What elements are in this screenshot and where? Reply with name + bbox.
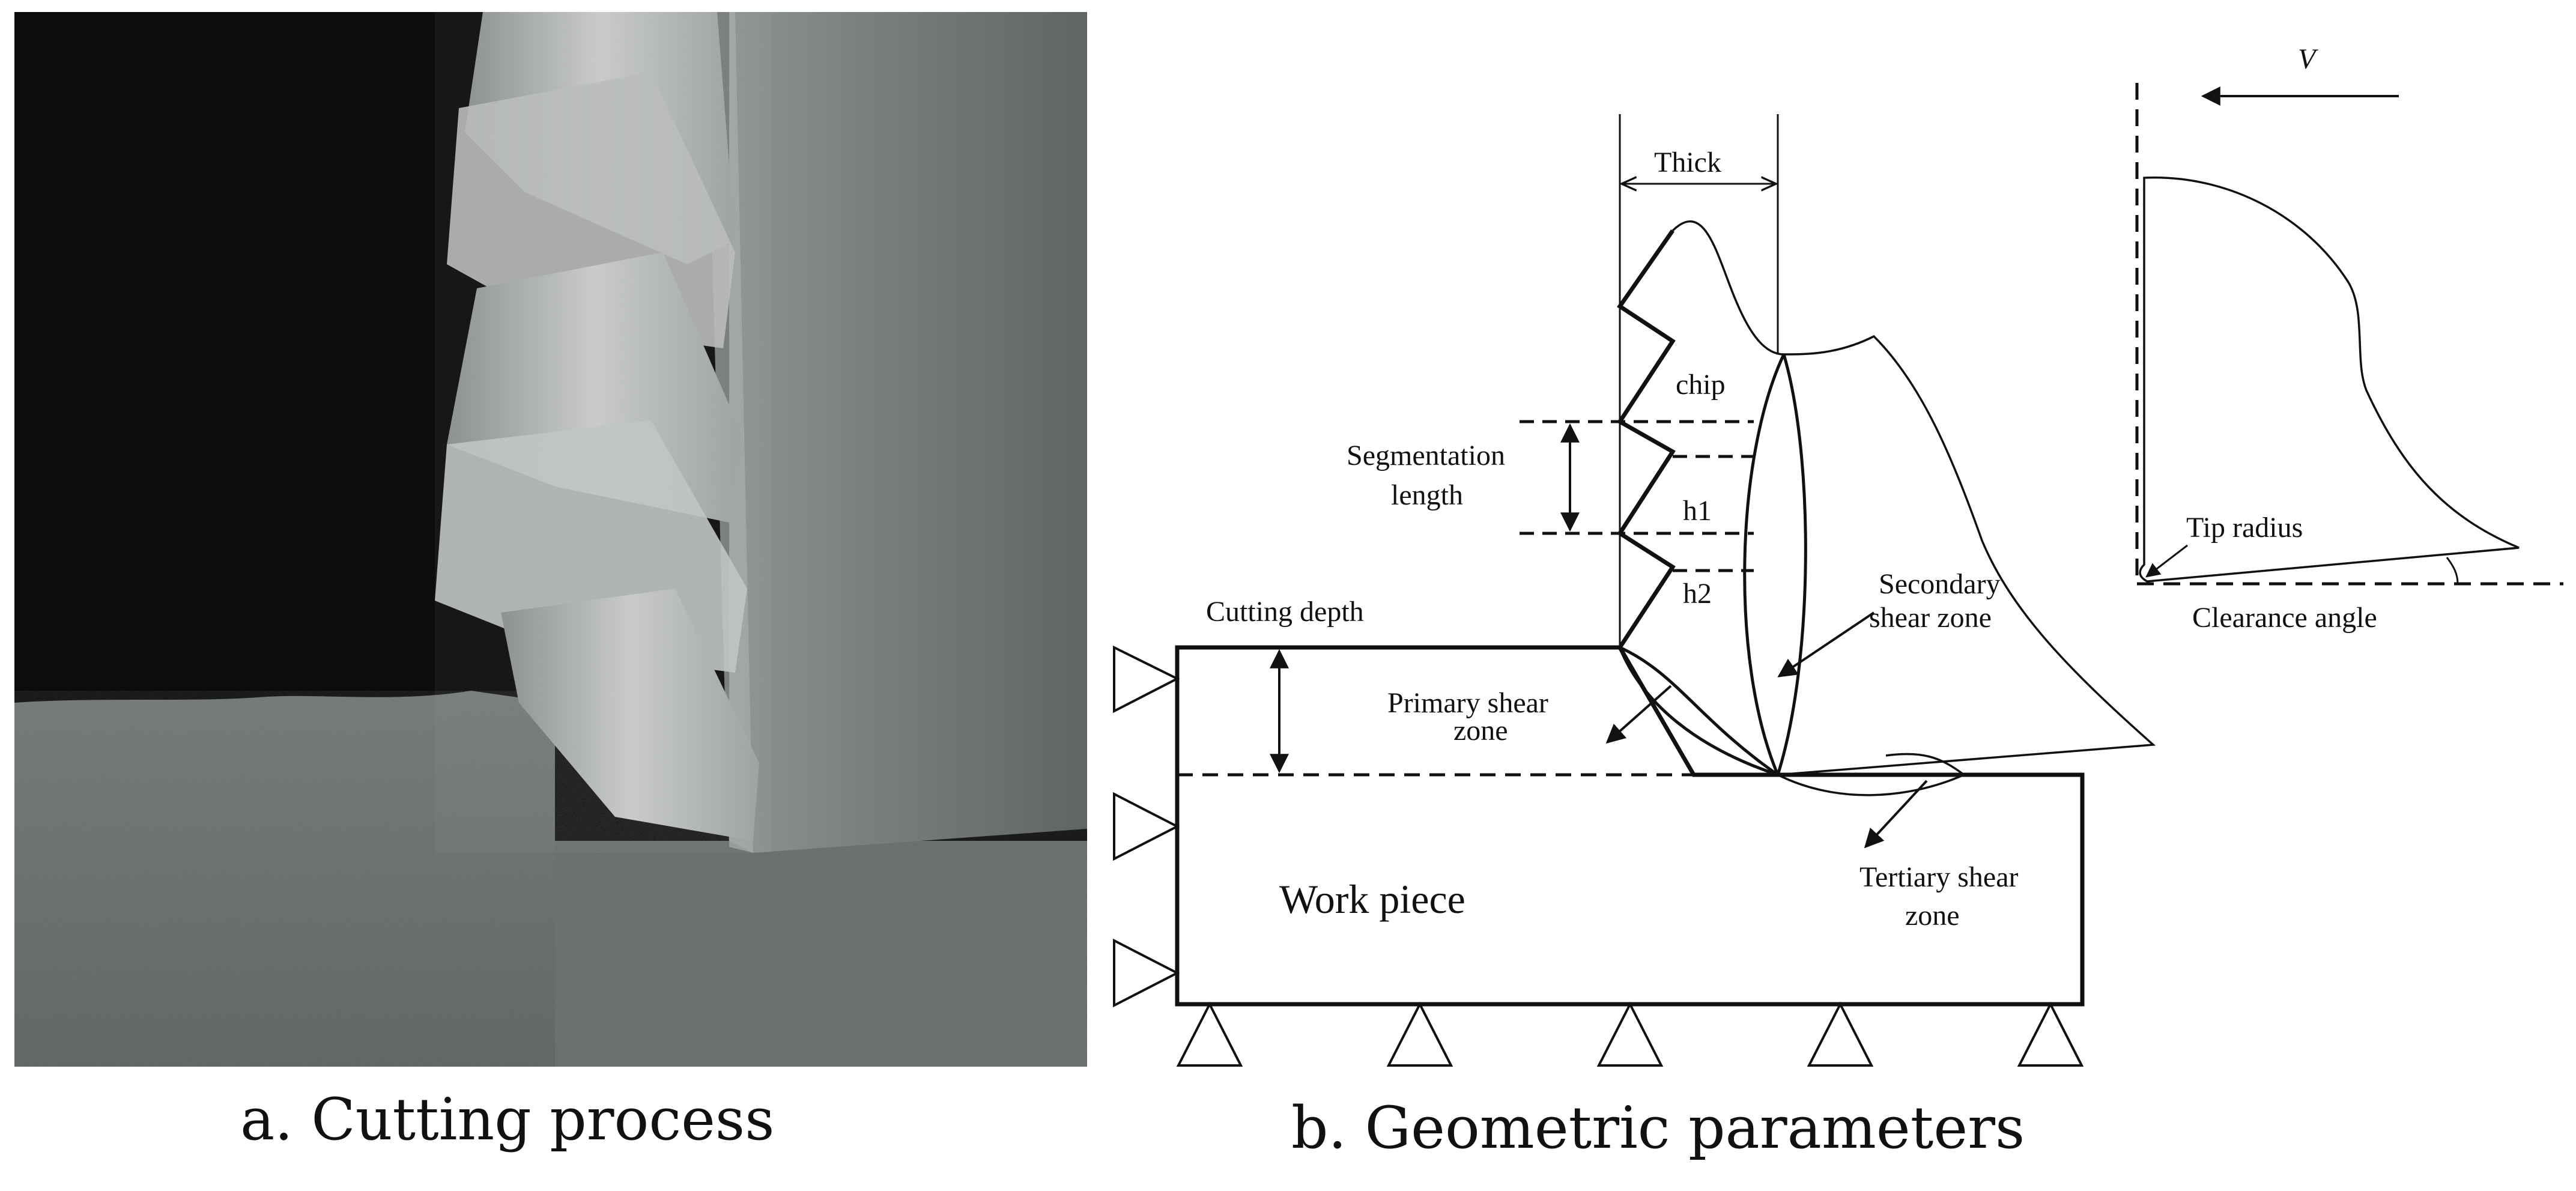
bottom-support	[1176, 1001, 1243, 1067]
left-support	[1113, 792, 1180, 861]
segment-dashed-lines	[1520, 420, 1754, 572]
work-piece	[1175, 645, 2085, 1007]
segmentation-length-label-line2: length	[1391, 479, 1463, 511]
primary-shear-band-upper	[1619, 646, 1779, 777]
caption-geometric-parameters: b. Geometric parameters	[1291, 1094, 2025, 1162]
work-piece-label: Work piece	[1279, 876, 1465, 922]
primary-shear-zone-label-line1: Primary shear	[1387, 687, 1548, 719]
cutting-process-photo	[14, 12, 1087, 1067]
secondary-shear-zone-arrow	[1777, 611, 1875, 677]
tertiary-shear-zone-label-line2: zone	[1905, 900, 1960, 932]
primary-shear-zone-label-line2: zone	[1453, 715, 1508, 747]
primary-shear-zone-arrow	[1605, 685, 1672, 744]
tool-inset-outline	[2139, 176, 2520, 583]
clearance-angle-label: Clearance angle	[2192, 602, 2377, 634]
tertiary-shear-zone-arrow	[1864, 780, 1928, 849]
chip-label: chip	[1676, 369, 1726, 401]
bottom-support	[1596, 1001, 1664, 1067]
primary-shear-band-lower	[1618, 647, 1778, 777]
bottom-supports	[1176, 1001, 2084, 1067]
clearance-angle-arc	[2446, 557, 2459, 584]
h2-label: h2	[1683, 578, 1712, 610]
secondary-shear-zone-label-line1: Secondary	[1879, 568, 2001, 600]
tertiary-shear-zone-label-line1: Tertiary shear	[1859, 861, 2019, 893]
bottom-support	[1807, 1001, 1874, 1067]
left-supports	[1113, 645, 1180, 1008]
chip-texture	[435, 12, 771, 853]
cutting-tool	[729, 12, 1087, 853]
tip-radius-leader	[2145, 544, 2188, 578]
tool-detail-inset	[2135, 83, 2563, 586]
left-support	[1113, 645, 1180, 714]
chip-outer-curve	[1671, 220, 1784, 356]
secondary-shear-right	[1776, 354, 1807, 775]
cutting-tool-outline	[1777, 335, 2156, 776]
tertiary-shear-zone	[1777, 753, 1966, 796]
bottom-support	[2017, 1001, 2084, 1067]
geometric-parameters-diagram: Work piece Thick Segmen	[1113, 43, 2563, 1067]
thick-label: Thick	[1654, 147, 1721, 178]
caption-cutting-process: a. Cutting process	[240, 1086, 775, 1153]
cutting-depth-label: Cutting depth	[1206, 596, 1364, 628]
segmentation-length-label-line1: Segmentation	[1347, 440, 1505, 471]
secondary-shear-left	[1743, 353, 1786, 775]
h1-label: h1	[1683, 495, 1712, 527]
left-support	[1113, 938, 1180, 1008]
tip-radius-label: Tip radius	[2186, 512, 2303, 544]
secondary-shear-zone-label-line2: shear zone	[1869, 602, 1992, 634]
velocity-label: V	[2298, 43, 2318, 75]
bottom-support	[1386, 1001, 1453, 1067]
chip	[1617, 220, 1966, 796]
serrated-edge	[1617, 229, 1676, 649]
thick-dimension	[1619, 114, 1779, 647]
